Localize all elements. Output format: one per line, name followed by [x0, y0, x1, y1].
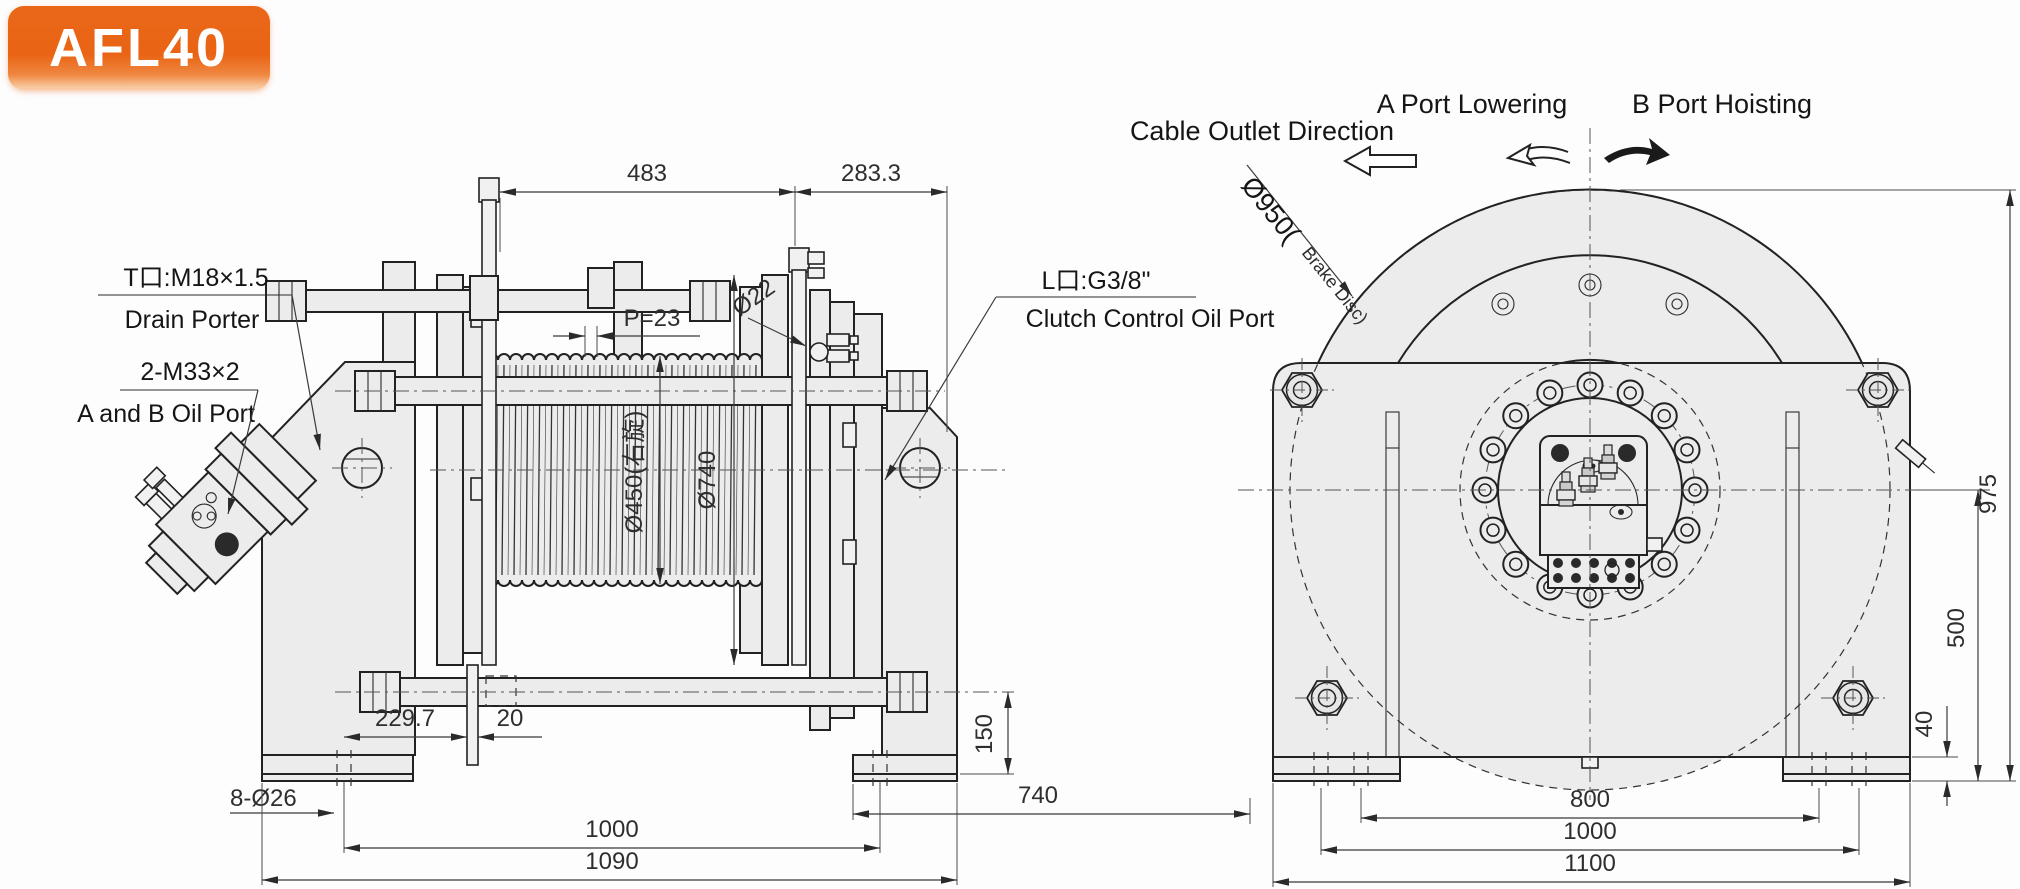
dim-axis-height: 500	[1943, 608, 1970, 648]
valve-block-bolts	[1553, 558, 1635, 583]
hidden-joint	[485, 675, 517, 707]
cable-guard-plate	[466, 664, 479, 766]
left-pedestal-hole	[332, 438, 392, 498]
right-foot-strip	[852, 773, 958, 782]
dim-brake-disc-suffix: Brake Disc)	[1298, 243, 1372, 328]
guide-plate-cap	[478, 177, 500, 203]
dim-groove-pitch: P=23	[624, 305, 681, 332]
cable-section	[809, 342, 829, 362]
label-t-port: T口:M18×1.5	[123, 264, 268, 292]
lowering-arrow-icon	[1505, 142, 1571, 167]
cable-outlet-arrow-icon	[1342, 145, 1417, 177]
label-ab-oil-port: A and B Oil Port	[77, 400, 255, 428]
dim-right-overhang: 283.3	[841, 160, 901, 187]
dim-guard-width: 20	[497, 705, 524, 732]
dim-rod-height: 150	[971, 714, 998, 754]
front-foot-hole-hidden-lines	[1313, 752, 1867, 786]
cable-clamp-parts	[807, 251, 859, 363]
grease-fittings	[1556, 444, 1618, 507]
right-guide-plate	[791, 269, 807, 666]
oil-port-a	[191, 503, 217, 529]
foot-hole-hidden-lines	[336, 750, 888, 786]
note-bolt-holes: 8-Ø26	[230, 785, 297, 812]
label-cable-outlet: Cable Outlet Direction	[1130, 116, 1394, 146]
drum-hidden-edge	[1459, 359, 1721, 621]
housing-tab	[842, 539, 857, 565]
dim-base-width-side: 1090	[585, 848, 638, 875]
dim-guard-offset: 229.7	[375, 705, 435, 732]
oil-port-b	[214, 532, 239, 557]
housing-tab	[842, 422, 857, 448]
dim-inner-hole-span: 800	[1570, 786, 1610, 813]
dim-base-width-front: 1100	[1564, 850, 1616, 877]
dim-drum-diameter: Ø450(右旋)	[621, 411, 648, 534]
dim-pad-height: 40	[1911, 711, 1938, 738]
label-ab-port-spec: 2-M33×2	[140, 358, 239, 386]
dim-hole-span-front: 1000	[1563, 818, 1616, 845]
dim-depth: 740	[1018, 782, 1058, 809]
drum-barrel	[485, 353, 763, 587]
clutch-housing-plate	[829, 301, 855, 719]
flange-bolts	[1491, 273, 1689, 316]
label-a-port-lowering: A Port Lowering	[1377, 89, 1568, 119]
front-left-strip	[1272, 773, 1401, 782]
label-clutch-control: Clutch Control Oil Port	[1026, 305, 1275, 333]
dim-flange-diameter: Ø740	[694, 451, 721, 510]
dim-brake-disc: Ø950(	[1235, 171, 1306, 248]
model-badge: AFL40	[8, 6, 270, 90]
clamp-bolt	[587, 267, 615, 309]
valve-block	[1539, 435, 1663, 589]
drum-barrel-edge	[1561, 358, 1619, 364]
left-guide-plate	[481, 199, 497, 666]
side-view-labels: T口:M18×1.5 Drain Porter 2-M33×2 A and B …	[77, 264, 1275, 515]
dim-drum-length: 483	[627, 160, 667, 187]
label-b-port-hoisting: B Port Hoisting	[1632, 89, 1812, 119]
front-right-strip	[1782, 773, 1911, 782]
hydraulic-motor-assembly	[134, 422, 318, 596]
model-badge-label: AFL40	[48, 18, 230, 78]
label-drain-porter: Drain Porter	[125, 306, 260, 334]
front-left-foot	[1272, 756, 1401, 775]
corner-bolts	[1270, 358, 1910, 730]
top-rod-nuts	[265, 280, 731, 322]
front-right-foot	[1782, 756, 1911, 775]
side-view	[134, 177, 1014, 786]
right-foot-pad	[852, 754, 958, 775]
side-pin	[1894, 438, 1936, 474]
dim-overall-height: 975	[1975, 474, 2002, 514]
right-pedestal-hole	[890, 438, 950, 498]
hoisting-arrow-icon	[1604, 138, 1670, 165]
label-l-port: L口:G3/8"	[1042, 267, 1151, 295]
clutch-housing-body	[853, 313, 883, 707]
guide-plate-cap	[788, 247, 810, 273]
front-view	[1238, 128, 1990, 800]
clamp-bolt	[469, 275, 499, 321]
dim-hole-span-side: 1000	[585, 816, 638, 843]
front-view-dimensions: 975 500 40 800 1000 1100	[1272, 189, 2016, 887]
